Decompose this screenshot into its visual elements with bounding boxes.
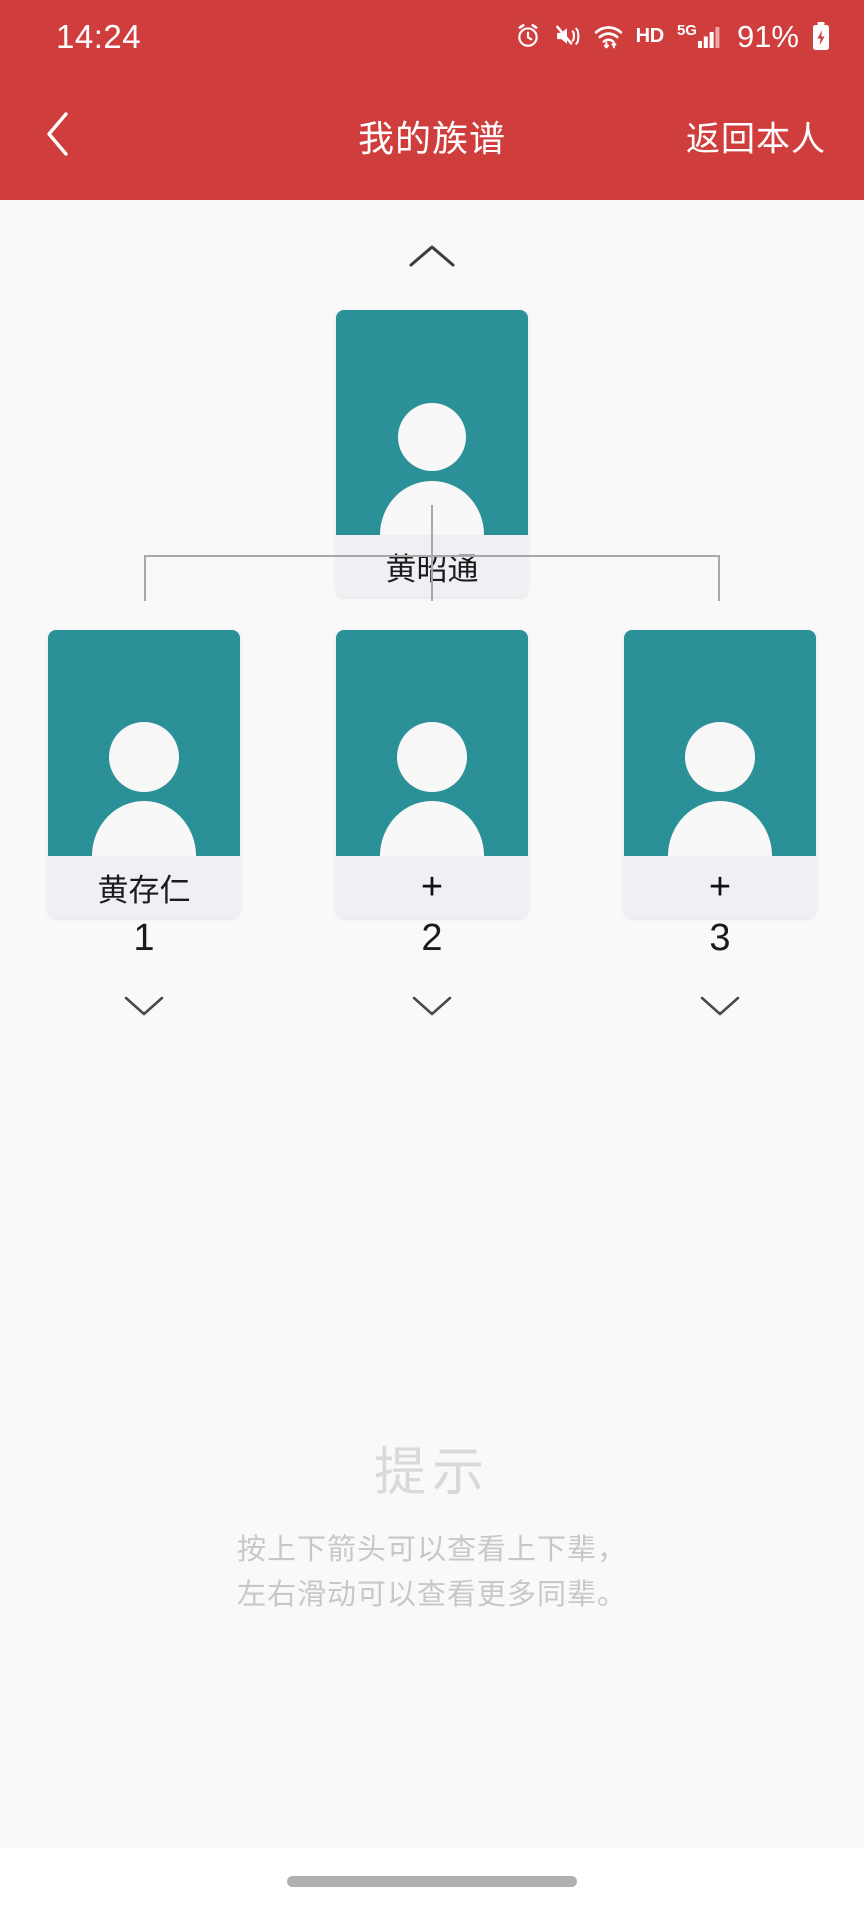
- app-header: 14:24: [0, 0, 864, 200]
- person-card-child-2[interactable]: +: [336, 630, 528, 918]
- connector-drop-3: [718, 555, 720, 601]
- connector-drop-2: [431, 555, 433, 601]
- status-bar: 14:24: [0, 0, 864, 72]
- hint-block: 提示 按上下箭头可以查看上下辈， 左右滑动可以查看更多同辈。: [0, 1444, 864, 1618]
- person-card-child-1[interactable]: 黄存仁: [48, 630, 240, 918]
- chevron-down-icon: [698, 993, 742, 1024]
- avatar: [624, 630, 816, 856]
- hint-line-1: 按上下箭头可以查看上下辈，: [236, 1534, 627, 1567]
- signal-5g-label: 5G: [676, 22, 697, 39]
- system-gesture-area: [0, 1848, 864, 1920]
- alarm-icon: [515, 23, 541, 49]
- add-person-button[interactable]: +: [624, 856, 816, 918]
- person-name-label: 黄存仁: [48, 856, 240, 918]
- hint-title: 提示: [373, 1444, 490, 1502]
- avatar: [336, 630, 528, 856]
- battery-charging-icon: [812, 21, 830, 51]
- wifi-icon: [594, 23, 623, 49]
- expand-descendants-button-1[interactable]: [48, 985, 240, 1031]
- battery-percent-label: 91%: [736, 18, 799, 54]
- return-to-self-button[interactable]: 返回本人: [686, 120, 826, 159]
- expand-ancestors-button[interactable]: [0, 235, 864, 283]
- person-card-child-3[interactable]: +: [624, 630, 816, 918]
- avatar: [336, 310, 528, 535]
- status-clock: 14:24: [56, 17, 142, 55]
- signal-5g-icon: 5G: [677, 23, 720, 49]
- status-icon-group: HD 5G 91%: [515, 21, 830, 52]
- avatar: [48, 630, 240, 856]
- connector-parent-stem: [431, 505, 433, 601]
- nav-bar: 我的族谱 返回本人: [0, 72, 864, 200]
- person-icon: [372, 714, 492, 856]
- person-icon: [84, 714, 204, 856]
- home-indicator[interactable]: [287, 1876, 577, 1887]
- vibrate-mute-icon: [554, 23, 581, 49]
- page-title: 我的族谱: [357, 118, 506, 159]
- chevron-left-icon: [41, 108, 75, 165]
- expand-descendants-button-2[interactable]: [336, 985, 528, 1031]
- connector-drop-1: [144, 555, 146, 601]
- sibling-index-1: 1: [133, 917, 155, 959]
- expand-descendants-button-3[interactable]: [624, 985, 816, 1031]
- family-tree-canvas[interactable]: 黄昭通 黄存仁: [0, 200, 864, 1848]
- sibling-index-2: 2: [421, 917, 443, 959]
- back-button[interactable]: [26, 104, 90, 168]
- sibling-index-3: 3: [709, 917, 731, 959]
- chevron-up-icon: [407, 242, 457, 277]
- hd-icon: HD: [635, 25, 665, 47]
- chevron-down-icon: [410, 993, 454, 1024]
- hint-body: 按上下箭头可以查看上下辈， 左右滑动可以查看更多同辈。: [0, 1528, 864, 1618]
- hint-line-2: 左右滑动可以查看更多同辈。: [236, 1579, 627, 1612]
- add-person-button[interactable]: +: [336, 856, 528, 918]
- chevron-down-icon: [122, 993, 166, 1024]
- person-icon: [660, 714, 780, 856]
